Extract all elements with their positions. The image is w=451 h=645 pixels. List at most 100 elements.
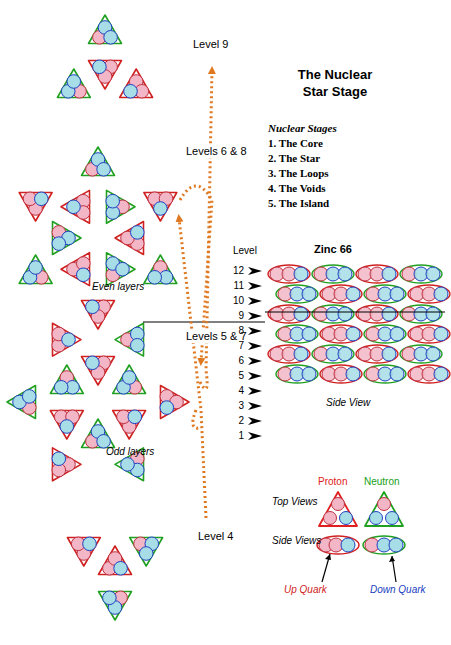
list-item: 3. The Loops <box>268 167 329 180</box>
view-label: Top Views <box>272 496 318 508</box>
proton-cluster <box>52 323 81 356</box>
side-view-group <box>364 365 406 383</box>
side-view-group <box>408 325 450 343</box>
side-view-group <box>408 285 450 303</box>
neutron-cluster <box>50 365 83 394</box>
level-number: 6 <box>230 355 244 367</box>
level-arrow <box>248 312 262 320</box>
side-view-group <box>276 365 318 383</box>
proton-cluster <box>120 69 153 98</box>
level-number: 11 <box>230 280 244 292</box>
proton-cluster <box>61 253 90 286</box>
neutron-cluster <box>115 323 144 356</box>
list-item: 2. The Star <box>268 152 320 165</box>
neutron-cluster <box>106 253 135 286</box>
level-number: 5 <box>230 370 244 382</box>
neutron-cluster <box>89 15 122 44</box>
proton-cluster <box>115 222 144 255</box>
heading: Zinc 66 <box>314 243 352 256</box>
title: The Nuclear Star Stage <box>285 66 385 100</box>
side-view-group <box>356 305 398 323</box>
proton-cluster <box>82 356 115 385</box>
level-number: 12 <box>230 265 244 277</box>
proton-cluster <box>82 300 115 329</box>
side-view-group <box>400 345 442 363</box>
level-arrow <box>248 282 262 290</box>
view-label: Side Views <box>272 535 321 547</box>
side-view-group <box>364 325 406 343</box>
axis-label: Level <box>233 245 257 257</box>
side-view-group <box>268 265 310 283</box>
quark-label: Down Quark <box>370 584 426 596</box>
side-view-group <box>400 305 442 323</box>
legend-label: Proton <box>318 476 347 488</box>
path-arrows <box>179 70 212 518</box>
neutron-cluster <box>82 419 115 448</box>
side-view-group <box>356 345 398 363</box>
proton-cluster <box>61 190 90 223</box>
level-arrow <box>248 267 262 275</box>
legend-swatch <box>362 490 406 530</box>
neutron-cluster <box>57 69 90 98</box>
legend-side-samples <box>317 536 405 582</box>
side-view-group <box>312 305 354 323</box>
level-arrow <box>248 357 262 365</box>
level-arrow <box>248 372 262 380</box>
proton-cluster <box>144 192 177 221</box>
neutron-cluster <box>7 386 36 419</box>
proton-cluster <box>113 410 146 439</box>
neutron-cluster <box>113 365 146 394</box>
level-arrow <box>248 342 262 350</box>
proton-cluster <box>50 410 83 439</box>
proton-cluster <box>160 386 189 419</box>
list-item: 5. The Island <box>268 197 329 210</box>
side-view-group <box>312 345 354 363</box>
level-number: 9 <box>230 310 244 322</box>
level-label: Levels 6 & 8 <box>186 145 247 158</box>
neutron-cluster <box>144 255 177 284</box>
level-number: 2 <box>230 415 244 427</box>
side-view-group <box>364 285 406 303</box>
level-arrow <box>248 432 262 440</box>
level-arrow <box>248 387 262 395</box>
heading: Nuclear Stages <box>268 122 337 135</box>
level-number: 10 <box>230 295 244 307</box>
layer-label: Even layers <box>92 281 144 293</box>
proton-cluster <box>19 192 52 221</box>
side-view-group <box>320 285 362 303</box>
level-label: Levels 5 & 7 <box>186 330 247 343</box>
proton-cluster <box>89 60 122 89</box>
level-arrow <box>248 417 262 425</box>
side-view-group <box>356 265 398 283</box>
legend-label: Neutron <box>364 476 400 488</box>
side-view-group <box>320 365 362 383</box>
proton-cluster <box>52 448 81 481</box>
neutron-cluster <box>99 591 132 620</box>
level-number: 1 <box>230 430 244 442</box>
level-label: Level 4 <box>198 530 233 543</box>
level-arrow <box>248 327 262 335</box>
quark-label: Up Quark <box>284 584 327 596</box>
side-view-group <box>400 265 442 283</box>
level-7-line <box>265 311 445 312</box>
level-arrow <box>248 402 262 410</box>
side-view-group <box>312 265 354 283</box>
neutron-cluster <box>106 190 135 223</box>
side-view-group <box>268 345 310 363</box>
list-item: 4. The Voids <box>268 182 326 195</box>
side-view-group <box>268 305 310 323</box>
layer-label: Odd layers <box>106 446 154 458</box>
proton-cluster <box>67 537 100 566</box>
level-label: Level 9 <box>193 38 228 51</box>
side-view-group <box>408 365 450 383</box>
view-label: Side View <box>326 397 370 409</box>
level-number: 4 <box>230 385 244 397</box>
legend-swatch <box>316 490 360 530</box>
list-item: 1. The Core <box>268 137 323 150</box>
neutron-cluster <box>52 222 81 255</box>
side-view-group <box>276 325 318 343</box>
level-number: 7 <box>230 340 244 352</box>
proton-cluster <box>99 546 132 575</box>
